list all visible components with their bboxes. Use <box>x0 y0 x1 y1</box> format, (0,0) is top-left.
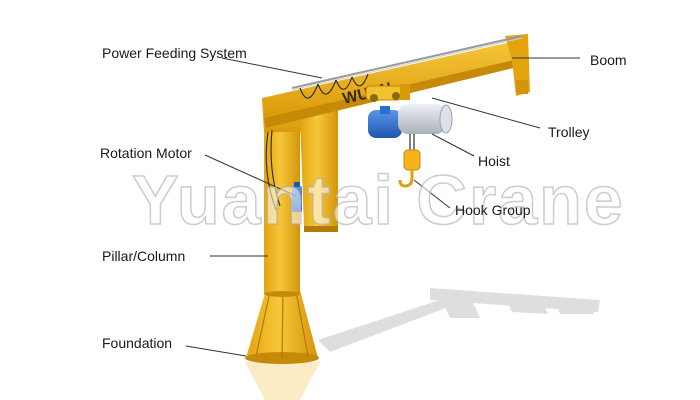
label-hoist: Hoist <box>478 153 510 169</box>
label-rotation-motor: Rotation Motor <box>100 145 192 161</box>
label-pillar-column: Pillar/Column <box>102 248 185 264</box>
foundation-base <box>245 290 319 364</box>
floor-reflection <box>245 362 320 400</box>
leader-power-feeding <box>222 58 322 78</box>
leader-hoist <box>432 134 474 156</box>
label-boom: Boom <box>590 52 627 68</box>
label-foundation: Foundation <box>102 335 172 351</box>
ground-shadow <box>318 288 600 352</box>
label-hook-group: Hook Group <box>455 202 530 218</box>
watermark-text: Yuantai Crane <box>132 160 625 240</box>
label-power-feeding-system: Power Feeding System <box>102 45 247 61</box>
label-trolley: Trolley <box>548 124 590 140</box>
trolley-unit <box>366 84 410 102</box>
hoist-unit <box>368 104 452 138</box>
leader-foundation <box>186 346 246 356</box>
